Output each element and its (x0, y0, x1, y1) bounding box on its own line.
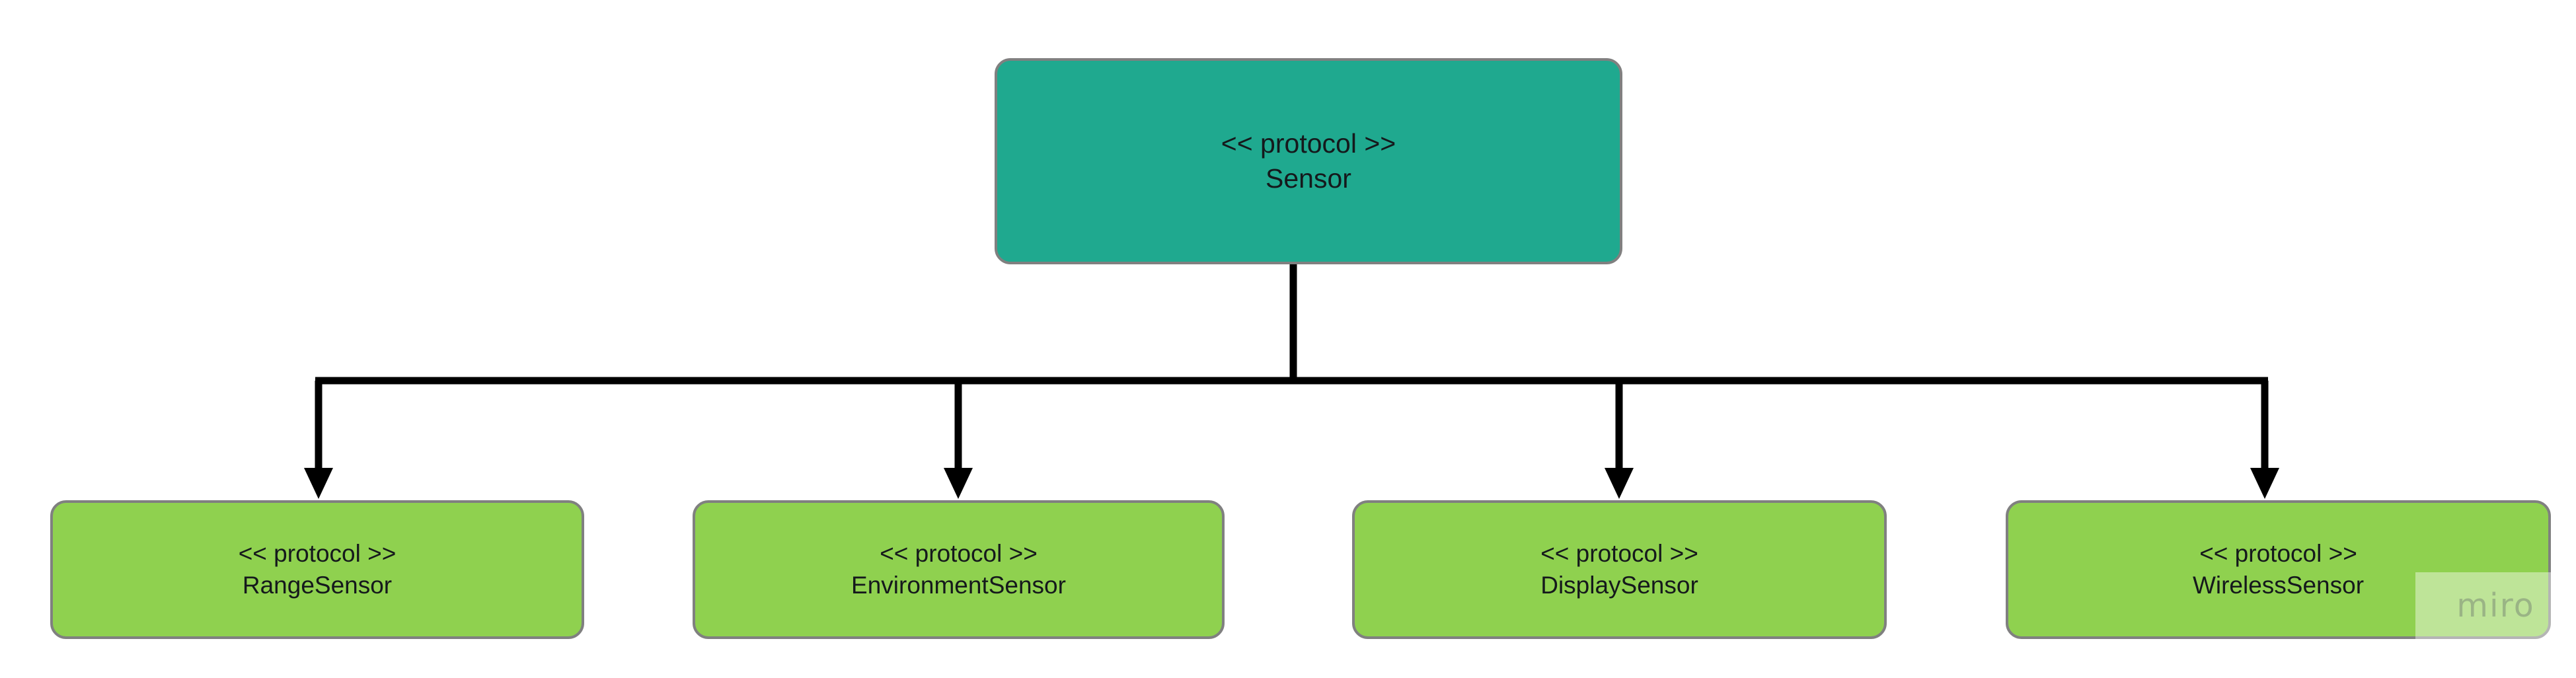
arrowhead-group (304, 468, 2279, 499)
arrowhead-displaysensor (1605, 468, 1634, 499)
arrowhead-rangesensor (304, 468, 333, 499)
node-sensor-name: Sensor (1266, 163, 1351, 194)
node-rangesensor[interactable]: << protocol >> RangeSensor (50, 500, 584, 639)
arrowhead-wirelesssensor (2250, 468, 2279, 499)
node-sensor[interactable]: << protocol >> Sensor (995, 58, 1622, 264)
node-rangesensor-stereotype: << protocol >> (238, 539, 397, 567)
node-displaysensor-name: DisplaySensor (1540, 572, 1698, 599)
node-sensor-stereotype: << protocol >> (1221, 128, 1396, 159)
node-wirelesssensor[interactable]: << protocol >> WirelessSensor (2006, 500, 2551, 639)
node-environmentsensor-name: EnvironmentSensor (851, 572, 1066, 599)
node-displaysensor[interactable]: << protocol >> DisplaySensor (1352, 500, 1887, 639)
node-wirelesssensor-stereotype: << protocol >> (2199, 539, 2357, 567)
node-environmentsensor[interactable]: << protocol >> EnvironmentSensor (693, 500, 1225, 639)
node-rangesensor-name: RangeSensor (242, 572, 393, 599)
arrowhead-environmentsensor (944, 468, 973, 499)
node-displaysensor-stereotype: << protocol >> (1540, 539, 1698, 567)
node-environmentsensor-stereotype: << protocol >> (880, 539, 1038, 567)
node-wirelesssensor-name: WirelessSensor (2192, 572, 2365, 599)
